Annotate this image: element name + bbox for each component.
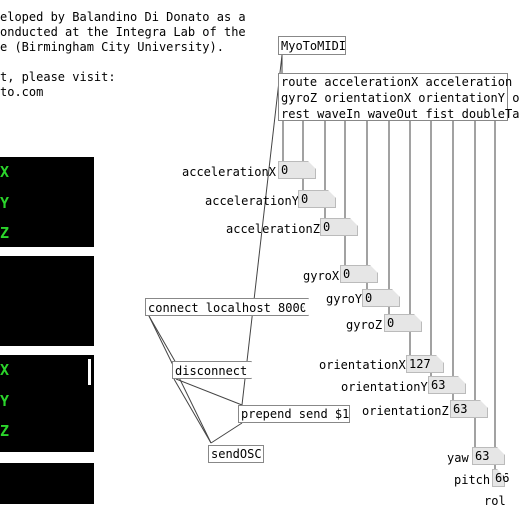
gyroY-label: gyroY	[326, 292, 363, 306]
prepend-object[interactable]: prepend send $1	[238, 405, 350, 423]
accelerationZ-number[interactable]: 0	[320, 218, 358, 236]
sendosc-object[interactable]: sendOSC	[208, 445, 264, 463]
orientationX-number[interactable]: 127	[406, 355, 444, 373]
comment-line: e (Birmingham City University).	[0, 40, 224, 54]
pitch-number[interactable]: 66	[492, 469, 509, 487]
pitch-label: pitch	[454, 473, 491, 487]
panel-axis-label: Y	[0, 392, 10, 410]
accelerationY-number[interactable]: 0	[298, 190, 336, 208]
comment-line: t, please visit:	[0, 70, 116, 84]
gyroX-label: gyroX	[303, 269, 340, 283]
gyro-display-panel	[0, 256, 94, 346]
extra-display-panel	[0, 463, 94, 504]
route-text-line: gyroZ orientationX orientationY o	[281, 91, 519, 105]
comment-line: eloped by Balandino Di Donato as a	[0, 10, 246, 24]
accel-display-panel: X Y Z	[0, 157, 94, 247]
comment-line: onducted at the Integra Lab of the	[0, 25, 246, 39]
route-text-line: rest waveIn waveOut fist doubleTa	[281, 107, 519, 121]
orientationX-label: orientationX	[319, 358, 406, 372]
comment-line: to.com	[0, 85, 44, 99]
orientationZ-number[interactable]: 63	[450, 400, 488, 418]
route-text-line: route accelerationX acceleration	[281, 75, 513, 89]
panel-axis-label: X	[0, 163, 10, 181]
gyroX-number[interactable]: 0	[340, 265, 378, 283]
accelerationZ-label: accelerationZ	[226, 222, 320, 236]
yaw-label: yaw	[447, 451, 469, 465]
myotomidi-object[interactable]: MyoToMIDI	[278, 36, 346, 55]
accelerationX-label: accelerationX	[182, 165, 276, 179]
orientationY-label: orientationY	[341, 380, 428, 394]
connect-message[interactable]: connect localhost 8000	[145, 298, 309, 316]
orientationY-number[interactable]: 63	[428, 376, 466, 394]
panel-axis-label: X	[0, 361, 10, 379]
panel-axis-label: Y	[0, 194, 10, 212]
panel-axis-label: Z	[0, 224, 10, 242]
orientationZ-label: orientationZ	[362, 404, 449, 418]
accelerationY-label: accelerationY	[205, 194, 299, 208]
yaw-number[interactable]: 63	[472, 447, 505, 465]
panel-axis-label: Z	[0, 422, 10, 440]
roll-label: rol	[484, 494, 506, 508]
route-object[interactable]: route accelerationX acceleration gyroZ o…	[278, 73, 519, 121]
disconnect-message[interactable]: disconnect	[172, 361, 252, 379]
scroll-thumb[interactable]	[88, 359, 91, 385]
orientation-display-panel: X Y Z	[0, 355, 94, 452]
gyroZ-label: gyroZ	[346, 318, 383, 332]
gyroZ-number[interactable]: 0	[384, 314, 422, 332]
accelerationX-number[interactable]: 0	[278, 161, 316, 179]
gyroY-number[interactable]: 0	[362, 289, 400, 307]
